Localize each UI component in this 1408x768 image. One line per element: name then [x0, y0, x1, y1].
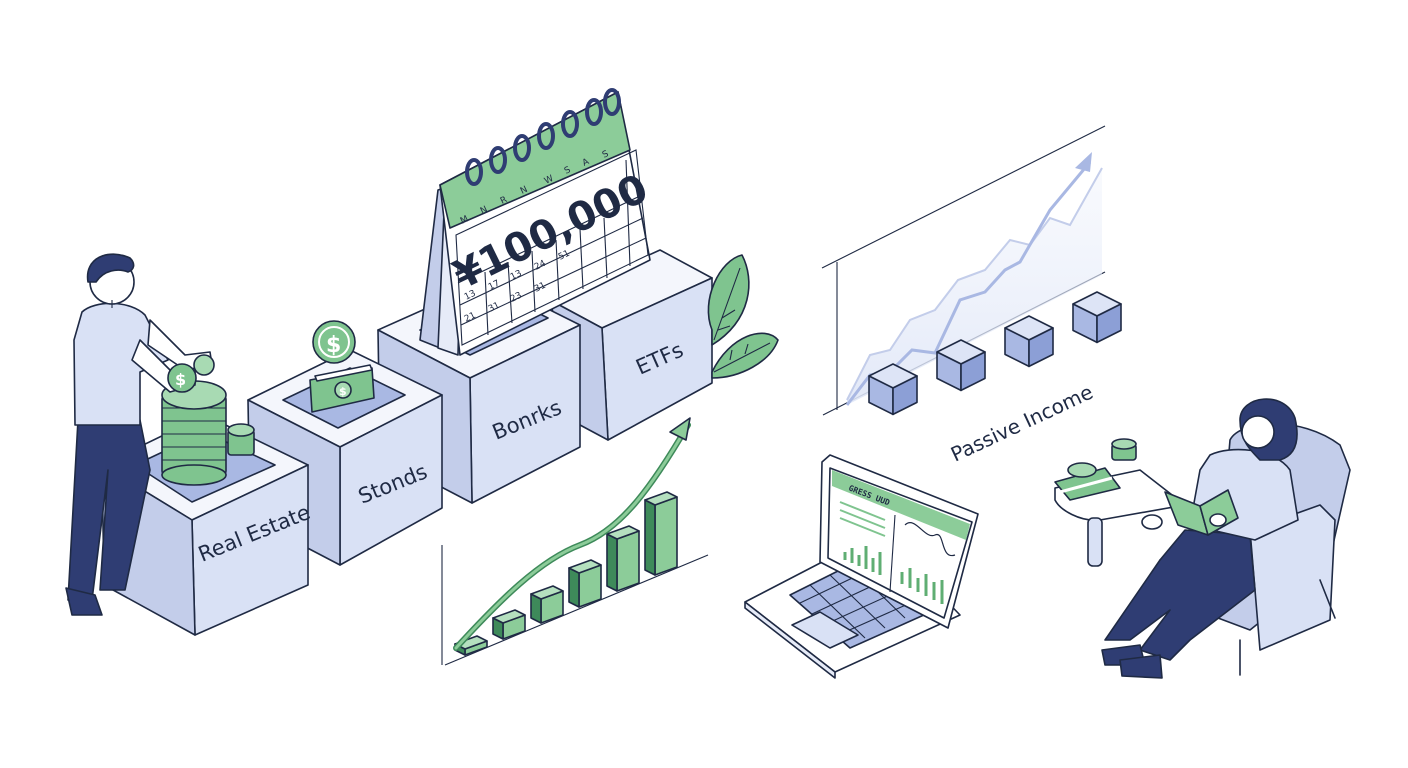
income-cube	[1096, 303, 1122, 344]
svg-text:R: R	[499, 195, 509, 207]
person-man: $	[65, 253, 215, 616]
growth-bar	[492, 609, 526, 624]
svg-text:M: M	[459, 214, 470, 226]
svg-text:$: $	[326, 333, 341, 358]
svg-text:A: A	[581, 157, 592, 169]
leaf-icon	[707, 254, 779, 379]
svg-text:24: 24	[533, 259, 548, 273]
svg-text:S: S	[601, 149, 611, 161]
svg-text:23: 23	[509, 291, 524, 305]
banknote-icon: $	[309, 364, 375, 413]
svg-text:N: N	[479, 205, 489, 217]
income-cube	[960, 351, 986, 392]
svg-text:S: S	[563, 165, 573, 177]
desk-calendar: M N R N W S A S ¥100,000 13 17 13 24 51 …	[419, 88, 655, 356]
growth-bar-chart	[441, 417, 709, 666]
laptop: GRESS UUD	[744, 454, 979, 679]
svg-text:17: 17	[487, 279, 502, 293]
calendar-rings	[465, 88, 621, 186]
coin-stack-icon	[161, 380, 255, 486]
svg-text:13: 13	[463, 289, 478, 303]
passive-income-label: Passive Income	[947, 380, 1097, 467]
svg-text:13: 13	[509, 269, 524, 283]
growth-bar	[606, 533, 618, 592]
calendar-grid	[455, 149, 649, 346]
svg-text:31: 31	[533, 281, 548, 295]
growth-bar	[568, 567, 580, 608]
growth-bar	[644, 499, 656, 576]
person-woman	[1101, 398, 1299, 679]
dollar-coin-icon: $	[312, 320, 356, 364]
svg-text:51: 51	[557, 249, 572, 263]
growth-bar	[568, 559, 602, 574]
income-cube	[1028, 327, 1054, 368]
growth-bar	[654, 496, 678, 576]
svg-text:21: 21	[463, 311, 478, 325]
income-cube	[892, 375, 918, 416]
arrow-head-icon	[669, 417, 691, 441]
svg-text:31: 31	[487, 301, 502, 315]
growth-bar	[616, 530, 640, 592]
growth-bar	[644, 491, 678, 506]
svg-text:$: $	[339, 385, 347, 398]
svg-text:W: W	[543, 174, 555, 187]
svg-text:$: $	[175, 370, 186, 389]
side-table	[1054, 438, 1186, 567]
svg-text:N: N	[519, 185, 529, 197]
growth-bar	[530, 585, 564, 600]
growth-bar	[606, 525, 640, 540]
passive-income-chart: Passive Income	[821, 125, 1122, 467]
